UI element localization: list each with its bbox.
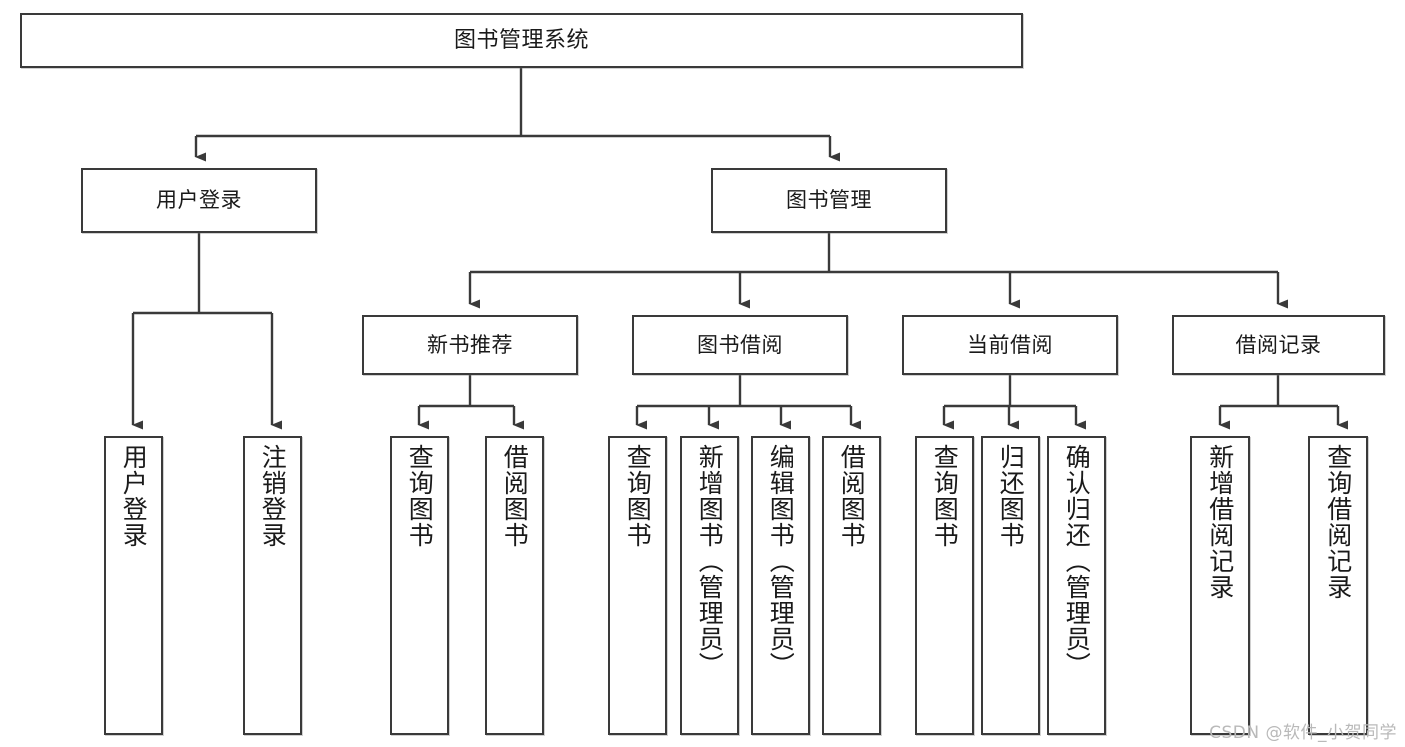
node-label: 图书借阅 — [697, 332, 783, 357]
leaf-user-login-logout[interactable]: 注销登录 — [243, 436, 302, 735]
leaf-record-query-record[interactable]: 查询借阅记录 — [1308, 436, 1368, 735]
node-label: 查询借阅记录 — [1323, 444, 1353, 600]
node-book-borrow[interactable]: 图书借阅 — [632, 315, 848, 375]
leaf-borrow-query-book[interactable]: 查询图书 — [608, 436, 667, 735]
node-label: 查询图书 — [405, 444, 435, 548]
leaf-borrow-borrow-book[interactable]: 借阅图书 — [822, 436, 881, 735]
node-label: 查询图书 — [623, 444, 653, 548]
node-current-borrow[interactable]: 当前借阅 — [902, 315, 1118, 375]
node-label: 用户登录 — [156, 188, 242, 213]
leaf-current-query-book[interactable]: 查询图书 — [915, 436, 974, 735]
node-label: 用户登录 — [119, 444, 149, 548]
node-borrow-record[interactable]: 借阅记录 — [1172, 315, 1385, 375]
node-root-system[interactable]: 图书管理系统 — [20, 13, 1023, 68]
leaf-current-return-book[interactable]: 归还图书 — [981, 436, 1040, 735]
leaf-record-add-record[interactable]: 新增借阅记录 — [1190, 436, 1250, 735]
csdn-watermark: CSDN @软件_小贺同学 — [1209, 723, 1397, 743]
leaf-current-confirm-return-admin[interactable]: 确认归还（管理员） — [1047, 436, 1106, 735]
node-new-book-recommend[interactable]: 新书推荐 — [362, 315, 578, 375]
node-label: 图书管理 — [786, 188, 872, 213]
node-label: 新增借阅记录 — [1205, 444, 1235, 600]
node-book-management[interactable]: 图书管理 — [711, 168, 947, 233]
node-label: 借阅图书 — [837, 444, 867, 548]
leaf-recommend-borrow-book[interactable]: 借阅图书 — [485, 436, 544, 735]
node-user-login[interactable]: 用户登录 — [81, 168, 317, 233]
node-label: 图书管理系统 — [453, 27, 589, 53]
leaf-recommend-query-book[interactable]: 查询图书 — [390, 436, 449, 735]
node-label: 当前借阅 — [967, 332, 1053, 357]
node-label: 归还图书 — [996, 444, 1026, 548]
leaf-borrow-edit-book-admin[interactable]: 编辑图书（管理员） — [751, 436, 810, 735]
leaf-user-login-login[interactable]: 用户登录 — [104, 436, 163, 735]
leaf-borrow-add-book-admin[interactable]: 新增图书（管理员） — [680, 436, 739, 735]
node-label: 注销登录 — [258, 444, 288, 548]
node-label: 借阅记录 — [1235, 332, 1322, 357]
node-label: 确认归还（管理员） — [1062, 444, 1092, 678]
node-label: 编辑图书（管理员） — [766, 444, 796, 678]
node-label: 借阅图书 — [500, 444, 530, 548]
node-label: 新书推荐 — [427, 332, 513, 357]
node-label: 新增图书（管理员） — [695, 444, 725, 678]
node-label: 查询图书 — [930, 444, 960, 548]
